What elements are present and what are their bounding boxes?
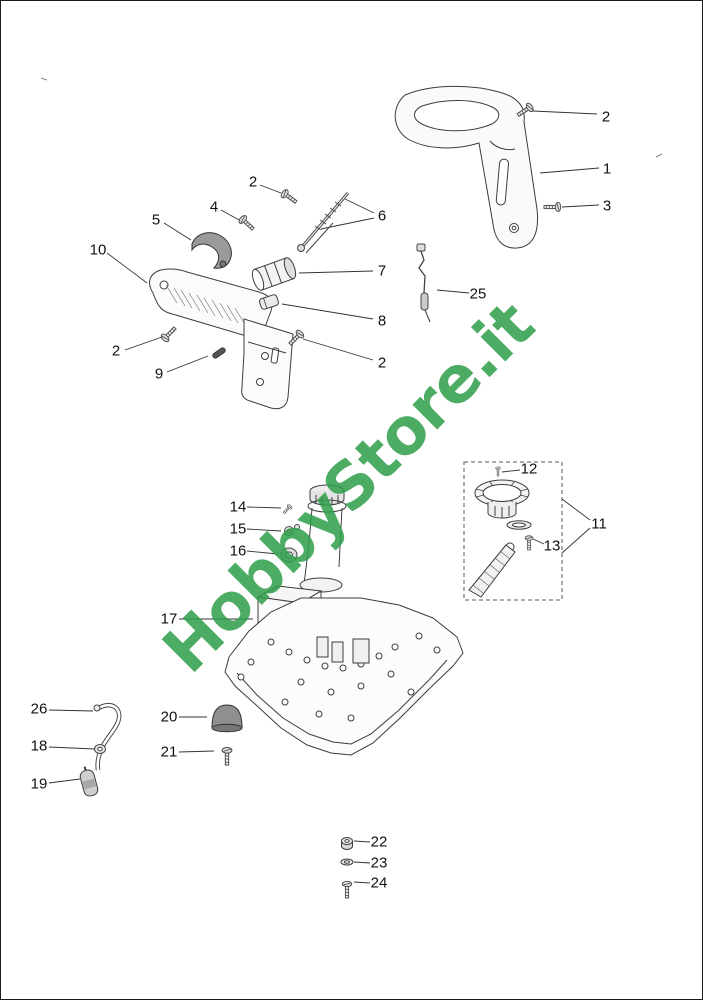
part-8-clip (259, 294, 279, 310)
callout-26: 26 (30, 700, 48, 718)
part-25-cable (416, 243, 431, 323)
callout-1: 1 (602, 160, 612, 178)
part-10-handle-housing (149, 268, 294, 410)
part-12-vent-screw-icon (495, 466, 501, 477)
part-24-screw-icon (341, 880, 353, 899)
part-3-screw-icon (543, 201, 562, 213)
callout-7: 7 (377, 262, 387, 280)
callout-13: 13 (543, 537, 561, 555)
callout-10: 10 (89, 241, 107, 259)
part-21-screw-icon (221, 746, 233, 766)
callout-3: 3 (602, 197, 612, 215)
stray-marks (40, 77, 663, 158)
part-7-cylinder (251, 257, 297, 291)
callout-23: 23 (370, 854, 388, 872)
callout-8: 8 (377, 312, 387, 330)
callout-2-mid: 2 (377, 354, 387, 372)
part-20-rubber-foot (211, 704, 243, 733)
part-23-washer (340, 858, 354, 866)
callout-16: 16 (229, 542, 247, 560)
leader-lines (48, 110, 600, 884)
part-18-grommet (94, 744, 106, 754)
part-19-fuel-filter (79, 766, 99, 797)
callout-22: 22 (370, 833, 388, 851)
part-9-pin (212, 347, 226, 359)
part-15-fitting (284, 524, 300, 536)
part-11-cap-assembly (463, 461, 563, 601)
callout-5: 5 (151, 211, 161, 229)
callout-15: 15 (229, 520, 247, 538)
part-16-grommet (280, 547, 298, 563)
callout-18: 18 (30, 737, 48, 755)
part-5-lever (191, 232, 232, 269)
callout-12: 12 (520, 460, 538, 478)
callout-6: 6 (377, 207, 387, 225)
callout-17: 17 (160, 610, 178, 628)
screw-2-upper-icon (279, 187, 300, 207)
callout-2-handle-screw: 2 (601, 108, 611, 126)
part-4-screw-icon (237, 213, 257, 233)
callout-4: 4 (209, 198, 219, 216)
part-17-tank-base (224, 484, 464, 756)
part-13-screw-icon (524, 535, 534, 551)
callout-24: 24 (370, 874, 388, 892)
callout-14: 14 (229, 498, 247, 516)
callout-20: 20 (160, 708, 178, 726)
part-22-nut (341, 837, 353, 850)
callout-11: 11 (591, 515, 607, 533)
part-26-fuel-hose (93, 703, 122, 771)
callout-21: 21 (160, 743, 178, 761)
part-6-throttle-rod (297, 192, 350, 254)
callout-2-upper: 2 (248, 173, 258, 191)
part-1-front-handle (394, 85, 539, 249)
callout-9: 9 (154, 365, 164, 383)
callout-19: 19 (30, 775, 48, 793)
screw-2-left-icon (159, 324, 179, 344)
callout-2-left: 2 (111, 342, 121, 360)
callout-25: 25 (469, 285, 487, 303)
dashed-box (463, 461, 563, 601)
